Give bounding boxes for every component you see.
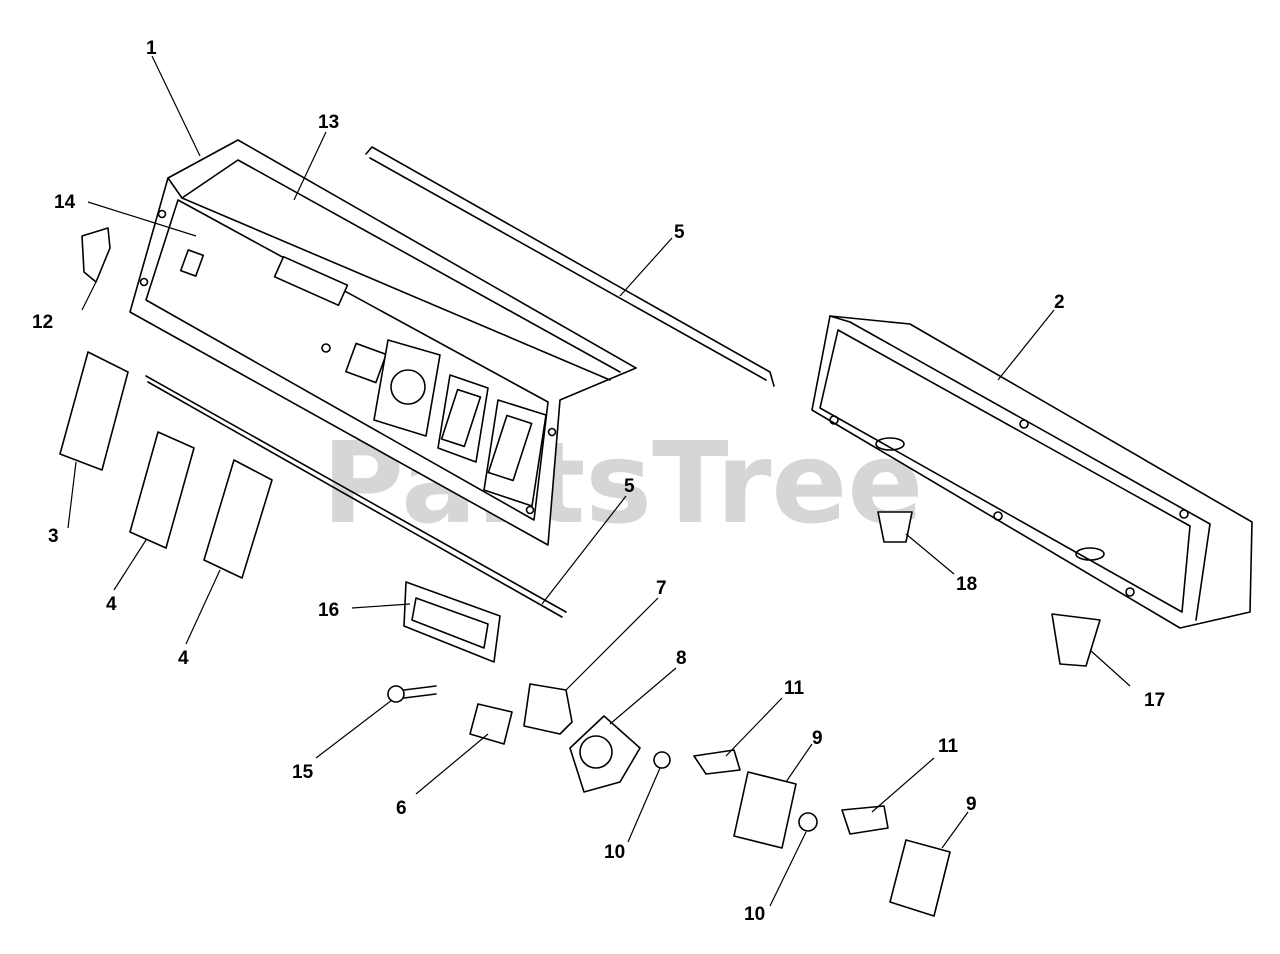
callout-5-lower: 5 [624,476,635,497]
callout-5-upper: 5 [674,222,685,243]
breaker-part-11b [841,805,889,835]
callout-1: 1 [146,38,157,59]
switch-housing-part-7 [523,683,573,735]
callout-8: 8 [676,648,687,669]
callout-3: 3 [48,526,59,547]
callout-10-b: 10 [744,904,765,925]
callout-17: 17 [1144,690,1165,711]
rod-upper-part [365,146,775,387]
receptacle-part-8 [569,715,641,793]
cap-part-10a [653,751,671,769]
rod-lower-part [145,375,567,613]
outlet-part-9b [889,839,951,917]
callout-11-a: 11 [784,678,805,699]
callout-11-b: 11 [938,736,959,757]
callout-9-a: 9 [812,728,823,749]
switch-part-12 [81,227,111,283]
control-panel-part [129,139,637,546]
plug-part-18 [877,511,913,543]
callout-10-a: 10 [604,842,625,863]
callout-12: 12 [32,312,53,333]
callout-16: 16 [318,600,339,621]
leader-lines [67,55,1131,907]
cover-part-4b [203,459,273,579]
switch-plate-part-6 [469,703,513,745]
cap-part-10b [798,812,818,832]
callout-4-b: 4 [178,648,189,669]
callout-2: 2 [1054,292,1065,313]
callout-labels: 1 13 14 12 5 2 3 4 4 5 16 7 8 15 6 10 10… [32,38,1165,925]
key-switch-part-15 [387,685,437,703]
callout-18: 18 [956,574,977,595]
callout-14: 14 [54,192,76,213]
plug-part-17 [1051,613,1101,667]
callout-7: 7 [656,578,667,599]
tray-part [811,315,1253,629]
outlet-part-9a [733,771,797,849]
cover-part-3 [59,351,129,471]
callout-6: 6 [396,798,407,819]
breaker-part-11a [693,749,741,775]
callout-15: 15 [292,762,314,783]
cover-part-4a [129,431,195,549]
callout-9-b: 9 [966,794,977,815]
callout-4-a: 4 [106,594,117,615]
callout-13: 13 [318,112,339,133]
